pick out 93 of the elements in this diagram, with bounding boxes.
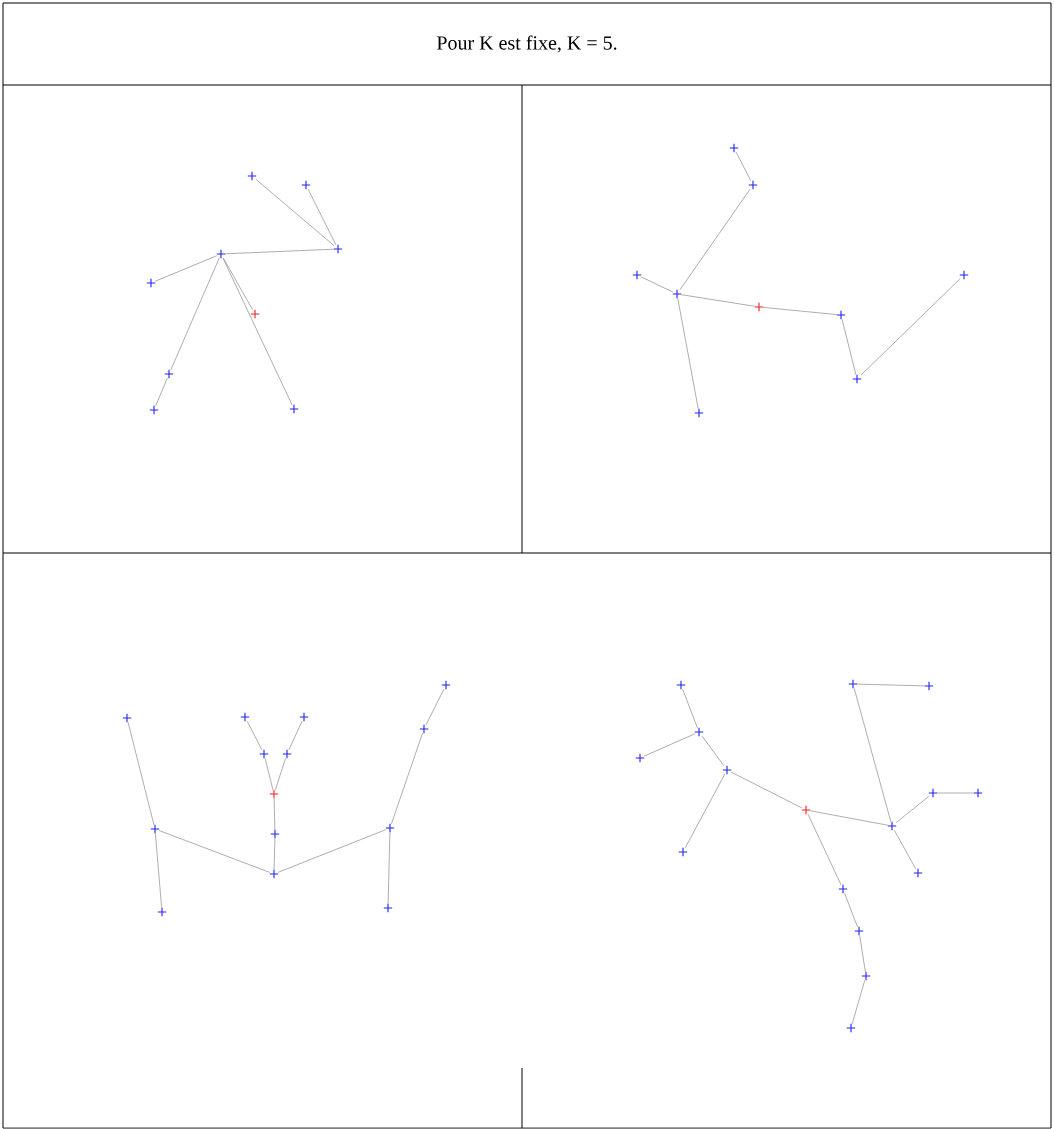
cross-mark: [729, 143, 739, 153]
cross-mark: [694, 727, 704, 737]
line: [844, 892, 858, 928]
line: [640, 276, 674, 293]
line: [264, 757, 274, 791]
cross-mark: [270, 829, 280, 839]
line: [643, 733, 696, 757]
cross-mark: [672, 289, 682, 299]
line: [155, 377, 168, 407]
cross-mark: [838, 884, 848, 894]
cross-mark: [694, 408, 704, 418]
cross-mark: [924, 681, 934, 691]
line: [684, 773, 726, 849]
line: [391, 732, 423, 825]
line: [154, 832, 163, 909]
line: [853, 687, 892, 823]
line: [274, 757, 287, 791]
line: [851, 979, 866, 1025]
cross-mark: [157, 907, 167, 917]
cross-mark: [419, 724, 429, 734]
line: [255, 179, 335, 246]
cross-mark: [748, 180, 758, 190]
cross-mark: [846, 1023, 856, 1033]
line: [307, 188, 337, 246]
cross-mark: [122, 713, 132, 723]
cross-mark: [250, 309, 260, 319]
cross-mark: [854, 926, 864, 936]
line: [127, 721, 155, 826]
line: [679, 188, 751, 291]
cross-mark: [913, 868, 923, 878]
cross-mark: [852, 374, 862, 384]
line: [807, 813, 842, 886]
line: [730, 771, 803, 809]
line: [425, 688, 445, 726]
cross-mark: [959, 270, 969, 280]
cross-mark: [754, 302, 764, 312]
line: [735, 151, 752, 182]
line: [222, 257, 293, 406]
line: [809, 810, 889, 826]
line: [223, 257, 253, 311]
cross-mark: [848, 679, 858, 689]
cross-mark: [678, 847, 688, 857]
line: [677, 297, 699, 410]
line: [936, 792, 975, 794]
line: [860, 278, 961, 376]
cross-mark: [801, 805, 811, 815]
cross-mark: [632, 270, 642, 280]
line: [859, 934, 866, 973]
line: [856, 683, 926, 687]
cross-mark: [164, 369, 174, 379]
cross-mark: [216, 249, 226, 259]
cross-mark: [383, 903, 393, 913]
line: [387, 831, 391, 905]
cross-mark: [240, 712, 250, 722]
cross-mark: [269, 869, 279, 879]
cross-mark: [441, 680, 451, 690]
cross-mark: [282, 749, 292, 759]
cross-mark: [861, 971, 871, 981]
cross-mark: [289, 404, 299, 414]
cross-mark: [150, 824, 160, 834]
cross-mark: [247, 171, 257, 181]
line: [246, 720, 263, 751]
line: [680, 294, 756, 307]
cross-mark: [333, 244, 343, 254]
line: [895, 795, 930, 823]
cross-mark: [385, 823, 395, 833]
cross-mark: [973, 788, 983, 798]
line: [682, 688, 698, 729]
line: [288, 720, 303, 751]
line: [273, 797, 276, 831]
line: [841, 318, 857, 376]
line: [170, 257, 220, 371]
table-cell: Pour K est fixe, K = 5.: [436, 35, 617, 53]
cross-mark: [887, 821, 897, 831]
cross-mark: [722, 765, 732, 775]
line: [893, 829, 917, 870]
cross-mark: [836, 310, 846, 320]
cross-mark: [928, 788, 938, 798]
cross-mark: [259, 749, 269, 759]
line: [273, 837, 276, 871]
line: [158, 830, 271, 873]
cross-mark: [676, 680, 686, 690]
line: [277, 829, 387, 873]
line: [224, 248, 335, 255]
cross-mark: [146, 278, 156, 288]
cross-mark: [149, 405, 159, 415]
cross-mark: [635, 753, 645, 763]
line: [762, 307, 838, 315]
cross-mark: [269, 789, 279, 799]
line: [154, 255, 218, 282]
cross-mark: [301, 180, 311, 190]
line: [701, 735, 725, 767]
cross-mark: [299, 712, 309, 722]
